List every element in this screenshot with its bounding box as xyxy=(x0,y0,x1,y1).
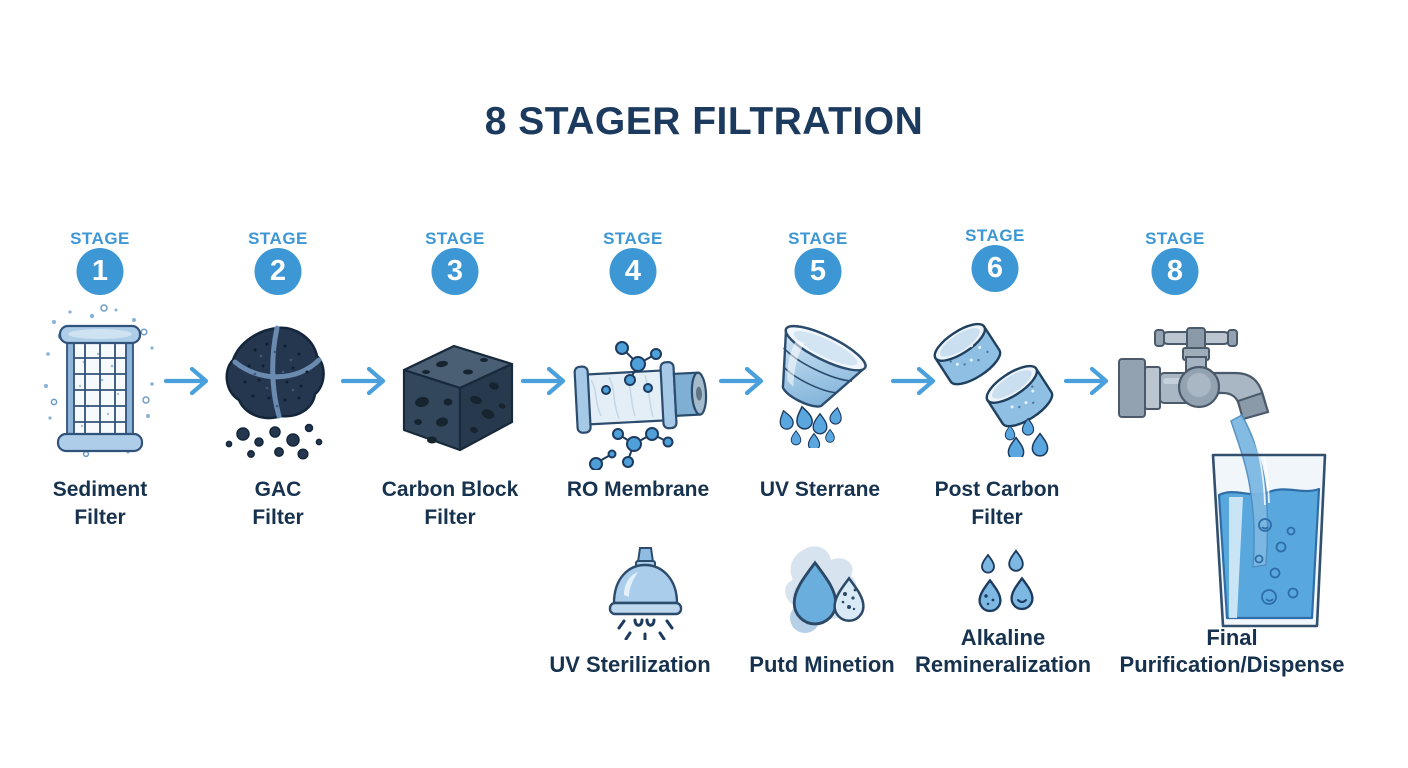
ro-membrane-icon xyxy=(573,341,708,470)
stage-number-badge: 3 xyxy=(431,248,479,295)
mineral-drops-icon xyxy=(978,549,1034,613)
stage-number-badge: 4 xyxy=(609,248,657,295)
stage-badge: STAGE xyxy=(70,229,130,248)
stage-number-badge: 1 xyxy=(76,248,124,295)
stage-badge: STAGE xyxy=(965,226,1025,245)
flow-arrow xyxy=(340,366,386,396)
carbon-block-icon xyxy=(402,344,514,452)
uv-chamber-icon xyxy=(779,324,867,448)
stage-badge: STAGE xyxy=(248,229,308,248)
label-putd-minetion: Putd Minetion xyxy=(749,652,895,677)
uv-lamp-icon xyxy=(608,547,683,640)
flow-arrow xyxy=(1063,366,1109,396)
stage-badge: STAGE xyxy=(1145,229,1205,248)
stage-badge: STAGE xyxy=(425,229,485,248)
stage-label-uv-sterrane: UV Sterrane xyxy=(759,478,881,501)
stage-label-ro-membrane: RO Membrane xyxy=(566,478,710,501)
post-carbon-icon xyxy=(933,322,1054,457)
stage-number-badge: 5 xyxy=(794,248,842,295)
stage-number-badge: 8 xyxy=(1151,248,1199,295)
page-title: 8 STAGER FILTRATION xyxy=(484,100,924,143)
sediment-filter-icon xyxy=(44,304,154,458)
stage-badge: STAGE xyxy=(603,229,663,248)
stage-number-badge: 2 xyxy=(254,248,302,295)
flow-arrow xyxy=(890,366,936,396)
gac-filter-icon xyxy=(225,325,325,460)
flow-arrow xyxy=(520,366,566,396)
stage-badge: STAGE xyxy=(788,229,848,248)
stage-number-badge: 6 xyxy=(971,245,1019,292)
water-splash-icon xyxy=(785,546,865,633)
flow-arrow xyxy=(163,366,209,396)
label-uv-sterilization: UV Sterilization xyxy=(549,652,711,677)
flow-arrow xyxy=(718,366,764,396)
faucet-glass-icon xyxy=(1118,327,1327,628)
